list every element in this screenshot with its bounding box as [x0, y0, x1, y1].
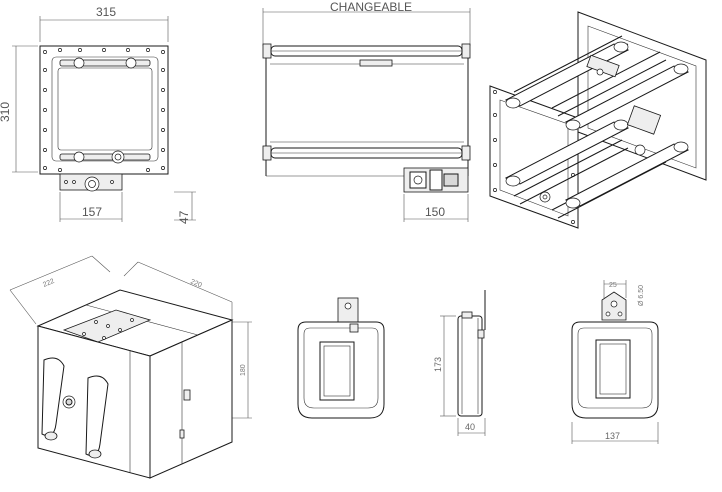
enclosure-front-view [297, 297, 385, 419]
dim-depth-222: 222 [42, 278, 56, 289]
dim-height-173: 173 [433, 357, 443, 372]
dim-base-width-157: 157 [82, 205, 102, 219]
dim-height-180: 180 [240, 364, 247, 376]
frame-top-view: CHANGEABLE 150 [262, 0, 471, 222]
dim-base-height-47: 47 [177, 210, 191, 224]
dim-hole-diameter: Ø 6.50 [638, 285, 645, 306]
iso-box-view: 222 220 180 [9, 255, 252, 479]
dim-hole-spacing-25: 25 [609, 282, 617, 289]
dim-bracket-150: 150 [425, 205, 445, 219]
frame-front-view: 315 310 [0, 5, 196, 224]
dim-changeable: CHANGEABLE [330, 0, 412, 14]
dim-depth-40: 40 [465, 422, 475, 432]
dim-width-137: 137 [605, 431, 620, 441]
dim-height-310: 310 [0, 102, 12, 122]
enclosure-back-view: 25 Ø 6.50 137 [571, 280, 659, 444]
dim-width-315: 315 [96, 5, 116, 19]
enclosure-side-view: 173 40 [433, 290, 486, 436]
frame-iso-view [489, 11, 707, 229]
dim-width-220: 220 [189, 278, 203, 289]
